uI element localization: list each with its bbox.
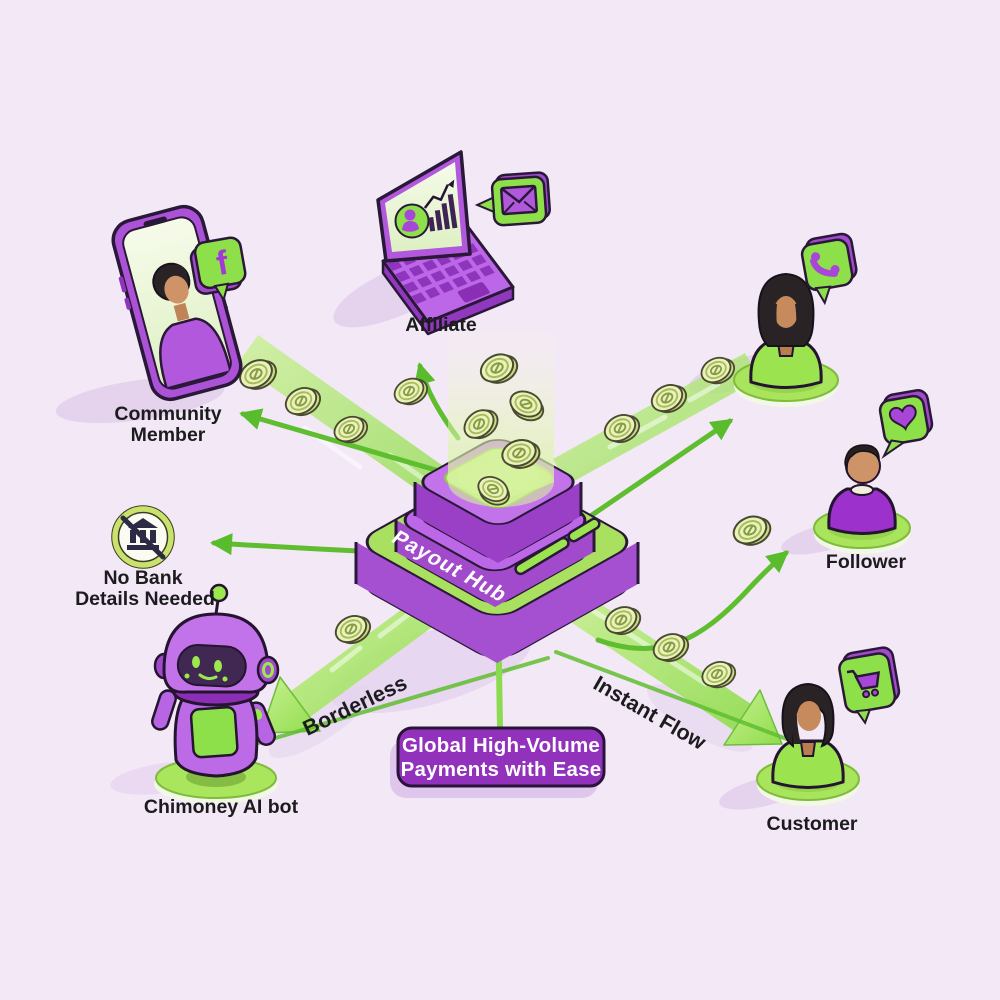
underline-instant bbox=[554, 650, 802, 746]
arrow-to-community-member bbox=[239, 408, 473, 483]
community-member-label-line2: Member bbox=[131, 424, 206, 446]
facebook-bubble-icon: f bbox=[189, 236, 247, 309]
person-follower bbox=[813, 444, 911, 554]
phone-call-bubble-icon bbox=[800, 232, 858, 306]
hub-slot bbox=[514, 536, 570, 576]
banner-line2: Payments with Ease bbox=[401, 758, 602, 781]
person-contact bbox=[733, 272, 839, 407]
phone-button bbox=[118, 276, 127, 293]
banner-line1: Global High-Volume bbox=[402, 734, 600, 757]
chimoney-ai-bot-label: Chimoney AI bot bbox=[144, 796, 299, 818]
community-member-label-line1: Community bbox=[114, 403, 221, 425]
no-bank-label-line1: No Bank bbox=[103, 567, 182, 589]
phone-avatar bbox=[152, 262, 233, 391]
ribbon-to-contact bbox=[553, 353, 759, 485]
laptop bbox=[376, 150, 515, 336]
robot bbox=[151, 583, 280, 804]
arrow-to-follower bbox=[595, 550, 790, 652]
mail-bubble-icon bbox=[474, 171, 551, 227]
follower-label: Follower bbox=[826, 551, 907, 573]
phone-button bbox=[124, 297, 132, 310]
screen-bar-chart-icon bbox=[423, 179, 458, 232]
no-bank-icon bbox=[111, 505, 175, 569]
flow-arrows bbox=[210, 362, 802, 746]
ban-slash bbox=[120, 515, 166, 560]
laptop-trackpad bbox=[457, 282, 490, 303]
shopping-cart-bubble-icon bbox=[838, 646, 901, 725]
ribbon-instant bbox=[551, 583, 751, 730]
robot-belly-panel bbox=[189, 706, 239, 759]
affiliate-label: Affiliate bbox=[405, 314, 477, 336]
screen-avatar-icon bbox=[394, 203, 430, 239]
hub-slot bbox=[567, 517, 601, 543]
no-bank-label-line2: Details Needed bbox=[75, 588, 215, 610]
customer-label: Customer bbox=[766, 813, 857, 835]
person-customer bbox=[756, 682, 860, 806]
heart-bubble-icon bbox=[878, 389, 934, 459]
phone-notch bbox=[143, 216, 167, 228]
arrow-to-contact bbox=[589, 418, 734, 518]
robot-visor bbox=[176, 643, 247, 688]
robot-antenna bbox=[209, 583, 229, 603]
banner: Global High-Volume Payments with Ease bbox=[390, 726, 606, 798]
